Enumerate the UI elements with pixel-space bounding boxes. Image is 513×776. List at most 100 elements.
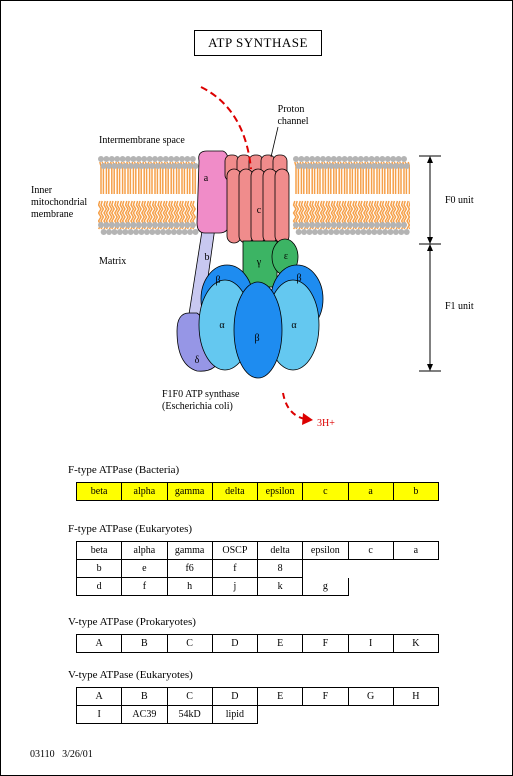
lipid-head (338, 163, 345, 169)
lipid-head (382, 163, 389, 169)
lipid-head (116, 229, 123, 235)
lipid-head (384, 222, 391, 228)
page-title: ATP SYNTHASE (194, 30, 322, 56)
lipid-head (122, 163, 129, 169)
lipid-head (143, 163, 150, 169)
beta-subunit-center (233, 281, 283, 379)
label-caption-2: (Escherichia coli) (162, 401, 233, 412)
table-cell: alpha (122, 483, 168, 501)
lipid-head (325, 222, 332, 228)
lipid-head (357, 156, 364, 162)
lipid-head (347, 156, 353, 162)
lipid-head (173, 156, 180, 162)
lipid-head (160, 229, 167, 235)
lipid-head (295, 229, 302, 235)
label-proton-channel-1: Proton (278, 104, 305, 115)
c-ring (224, 154, 290, 244)
lipid-tail (369, 161, 373, 194)
lipid-head (352, 222, 359, 228)
lipid-head (127, 229, 134, 235)
lipid-head (376, 163, 383, 169)
lipid-tail (408, 200, 410, 230)
table-cell: G (348, 688, 394, 706)
lipid-tail (163, 161, 167, 194)
lipid-head (384, 156, 391, 162)
lipid-head (320, 222, 326, 228)
subunit-label-beta-right: β (296, 273, 301, 284)
lipid-tail (375, 161, 378, 194)
lipid-head (179, 222, 185, 228)
lipid-head (146, 156, 153, 162)
lipid-head (154, 229, 161, 235)
lipid-head (330, 156, 337, 162)
table-cell: OSCP (212, 542, 258, 560)
lipid-head (130, 156, 137, 162)
table-cell: k (258, 578, 304, 596)
lipid-head (325, 156, 332, 162)
table-cell: 54kD (167, 706, 213, 724)
lipid-head (341, 156, 348, 162)
label-inner-membrane-3: membrane (31, 209, 74, 220)
lipid-tail (364, 161, 367, 194)
lipid-tail (337, 161, 340, 194)
lipid-tail (169, 161, 172, 194)
lipid-tail (385, 161, 389, 194)
lipid-head (111, 163, 118, 169)
lipid-head (320, 156, 326, 162)
lipid-tail (126, 161, 129, 194)
table-cell: B (122, 688, 168, 706)
table-cell: E (258, 635, 304, 653)
lipid-tail (131, 161, 135, 194)
lipid-head (293, 156, 299, 162)
lipid-head (330, 222, 337, 228)
lipid-head (392, 229, 399, 235)
a-subunit (196, 150, 230, 234)
lipid-head (403, 229, 410, 235)
lipid-head (311, 163, 318, 169)
lipid-head (401, 222, 407, 228)
lipid-head (374, 156, 380, 162)
lipid-head (363, 156, 370, 162)
table-cell: h (167, 578, 213, 596)
lipid-head (170, 163, 177, 169)
table-cell: D (212, 635, 258, 653)
lipid-tail (174, 161, 178, 194)
lipid-head (368, 222, 375, 228)
lipid-head (165, 163, 172, 169)
lipid-head (355, 229, 362, 235)
lipid-tail (331, 161, 335, 194)
lipid-head (347, 222, 353, 228)
table-cell: b (77, 560, 123, 578)
lipid-head (141, 156, 148, 162)
lipid-head (338, 229, 345, 235)
lipid-tail (342, 161, 346, 194)
lipid-head (138, 163, 145, 169)
table-cell: E (258, 688, 304, 706)
lipid-tail (310, 161, 313, 194)
table-title: V-type ATPase (Prokaryotes) (68, 616, 196, 628)
lipid-tail (353, 161, 357, 194)
lipid-head (98, 156, 104, 162)
lipid-head (355, 163, 362, 169)
lipid-head (176, 229, 183, 235)
subunit-label-alpha-left: α (219, 320, 225, 331)
label-intermembrane-space: Intermembrane space (99, 135, 185, 146)
lipid-tail (348, 161, 351, 194)
label-proton-channel-2: channel (277, 116, 308, 127)
lipid-head (301, 163, 308, 169)
table-cell: A (77, 635, 123, 653)
lipid-head (106, 163, 113, 169)
proton-path-out (282, 392, 306, 420)
table-cell: epsilon (258, 483, 304, 501)
lipid-head (119, 222, 126, 228)
lipid-head (100, 163, 107, 169)
lipid-head (189, 222, 196, 228)
label-matrix: Matrix (99, 256, 126, 267)
lipid-head (108, 222, 115, 228)
lipid-bilayer (98, 156, 410, 235)
atp-synthase-diagram: a b c γ ε β β α α β δ Intermembrane (31, 86, 474, 429)
subunit-label-epsilon: ε (284, 251, 288, 262)
lipid-head (143, 229, 150, 235)
table-cell: b (393, 483, 439, 501)
lipid-head (322, 229, 329, 235)
